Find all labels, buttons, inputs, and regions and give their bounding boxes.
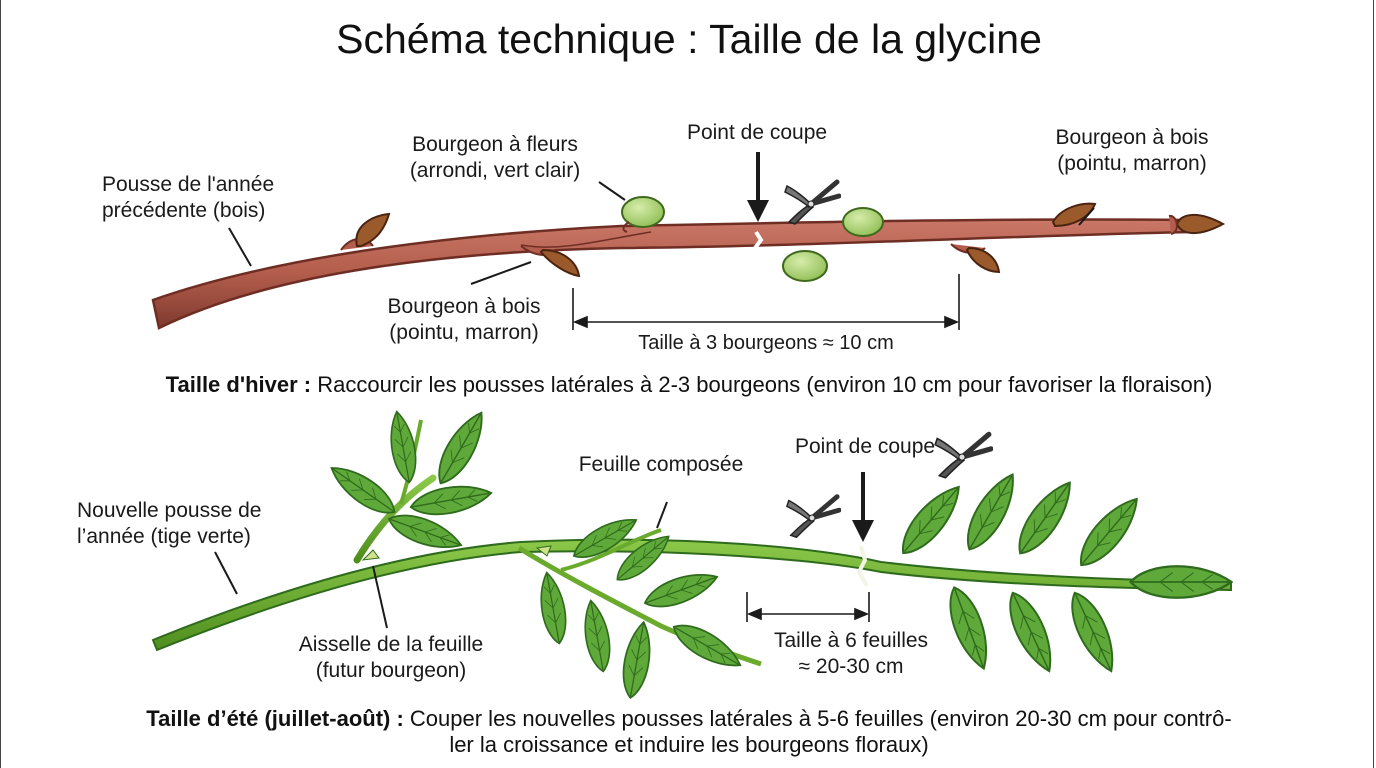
cut-mark [856,545,869,587]
flower-bud-icon [842,207,884,237]
compound-leaf-left [323,405,495,558]
pruning-shears-icon [787,497,839,538]
flower-bud-icon [782,250,828,282]
label-winter-measure: Taille à 3 bourgeons ≈ 10 cm [638,332,894,354]
caption-winter-text: Raccourcir les pousses latérales à 2-3 b… [311,372,1213,397]
winter-branch [151,196,1226,330]
label-compound-leaf: Feuille composée [578,453,744,476]
wood-bud-icon [355,212,391,247]
cut-arrow-icon [852,472,874,542]
wood-bud-icon [1051,202,1097,228]
wood-bud-icon [965,246,1001,274]
label-cut-point-summer: Point de coupe [794,435,936,458]
wood-bud-icon [539,248,581,278]
caption-winter: Taille d'hiver : Raccourcir les pousses … [1,372,1373,398]
caption-summer: Taille d’été (juillet-août) : Couper les… [1,706,1373,758]
winter-pointer-lines [228,181,1095,285]
caption-summer-text-2: ler la croissance et induire les bourgeo… [449,732,929,757]
label-previous-shoot: Pousse de l'année précédente (bois) [102,173,275,222]
label-leaf-axil: Aisselle de la feuille (futur bourgeon) [298,633,484,682]
page-title: Schéma technique : Taille de la glycine [336,16,1042,62]
pruning-shears-icon [785,182,839,224]
label-flower-bud: Bourgeon à fleurs (arrondi, vert clair) [409,133,581,182]
winter-measurement-arrow [572,274,960,330]
label-cut-point-winter: Point de coupe [686,121,828,144]
cut-arrow-icon [747,152,769,222]
label-wood-bud-right: Bourgeon à bois (pointu, marron) [1055,126,1209,175]
caption-summer-bold: Taille d’été (juillet-août) : [146,706,404,731]
summer-pointer-lines [214,501,668,629]
summer-measurement-arrow [746,592,870,622]
cut-mark [752,230,765,258]
label-new-shoot: Nouvelle pousse de l’année (tige verte) [77,499,262,548]
caption-winter-bold: Taille d'hiver : [165,372,312,397]
label-wood-bud-bottom: Bourgeon à bois (pointu, marron) [387,295,541,344]
flower-bud-icon [621,196,665,233]
terminal-wood-bud-icon [1168,214,1226,235]
caption-summer-text-1: Couper les nouvelles pousses latérales à… [403,706,1232,731]
label-summer-measure: Taille à 6 feuilles ≈ 20-30 cm [773,629,929,678]
